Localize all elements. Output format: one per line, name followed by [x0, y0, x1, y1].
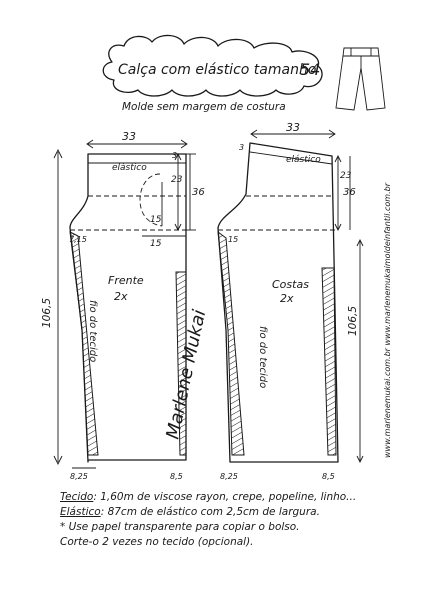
front-d3: 3 [172, 151, 177, 160]
back-hem-right: 8,5 [322, 472, 335, 481]
front-hem-left: 8,25 [70, 472, 88, 481]
front-width-label: 33 [122, 130, 136, 143]
front-grain-label: fio do tecido [87, 300, 98, 362]
size-label: 54 [300, 60, 320, 79]
front-d36: 36 [192, 187, 205, 198]
back-qty: 2x [280, 292, 294, 305]
pocket-note: * Use papel transparente para copiar o b… [60, 521, 300, 533]
back-d23: 23 [340, 171, 352, 181]
front-qty: 2x [114, 290, 128, 303]
elastic-key: Elástico [60, 506, 101, 518]
back-d3: 3 [239, 143, 244, 152]
front-piece: 106,5 33 elástico 15 15 23 3 36 7,15 [41, 130, 205, 481]
front-hatch-right [175, 271, 187, 456]
back-outline [217, 142, 339, 463]
back-grain-label: fio do tecido [257, 326, 268, 388]
fabric-text: : 1,60m de viscose rayon, crepe, popelin… [93, 491, 357, 503]
back-hatch-right [321, 267, 337, 456]
elastic-note: Elástico: 87cm de elástico com 2,5cm de … [60, 505, 400, 520]
front-name: Frente [108, 274, 144, 287]
notes-block: Tecido: 1,60m de viscose rayon, crepe, p… [60, 490, 400, 550]
title-cloud [102, 34, 323, 97]
front-hem-right: 8,5 [170, 472, 183, 481]
front-hatch [69, 231, 99, 456]
front-length-label: 106,5 [41, 298, 53, 328]
back-d36: 36 [343, 187, 356, 198]
pants-sketch-icon [335, 47, 386, 111]
elastic-text: : 87cm de elástico com 2,5cm de largura. [100, 506, 320, 518]
page-subtitle: Molde sem margem de costura [122, 101, 286, 113]
back-elastic-label: elástico [286, 155, 321, 165]
side-url: www.marlenemukai.com.br www.marlenemukai… [383, 182, 392, 458]
front-pocket [139, 173, 163, 227]
front-d23: 23 [171, 175, 183, 185]
front-elastic-label: elástico [112, 163, 147, 173]
signature: Marlene Mukai [162, 308, 210, 441]
back-hem-left: 8,25 [220, 472, 238, 481]
front-d15b: 15 [150, 239, 162, 249]
fabric-note: Tecido: 1,60m de viscose rayon, crepe, p… [60, 490, 400, 505]
cut-note: Corte-o 2 vezes no tecido (opcional). [60, 536, 254, 548]
back-width-label: 33 [286, 121, 300, 134]
back-hatch-left [217, 230, 245, 456]
front-d15a: 15 [150, 215, 162, 225]
back-piece: 33 elástico 3 23 36 15 106,5 Costas 2x f… [217, 121, 364, 481]
back-length-label: 106,5 [347, 306, 359, 336]
front-outline [69, 153, 187, 463]
back-crotch-label: 15 [228, 235, 238, 244]
page-title: Calça com elástico tamanho [118, 62, 316, 78]
back-name: Costas [272, 278, 309, 291]
fabric-key: Tecido [60, 491, 94, 503]
